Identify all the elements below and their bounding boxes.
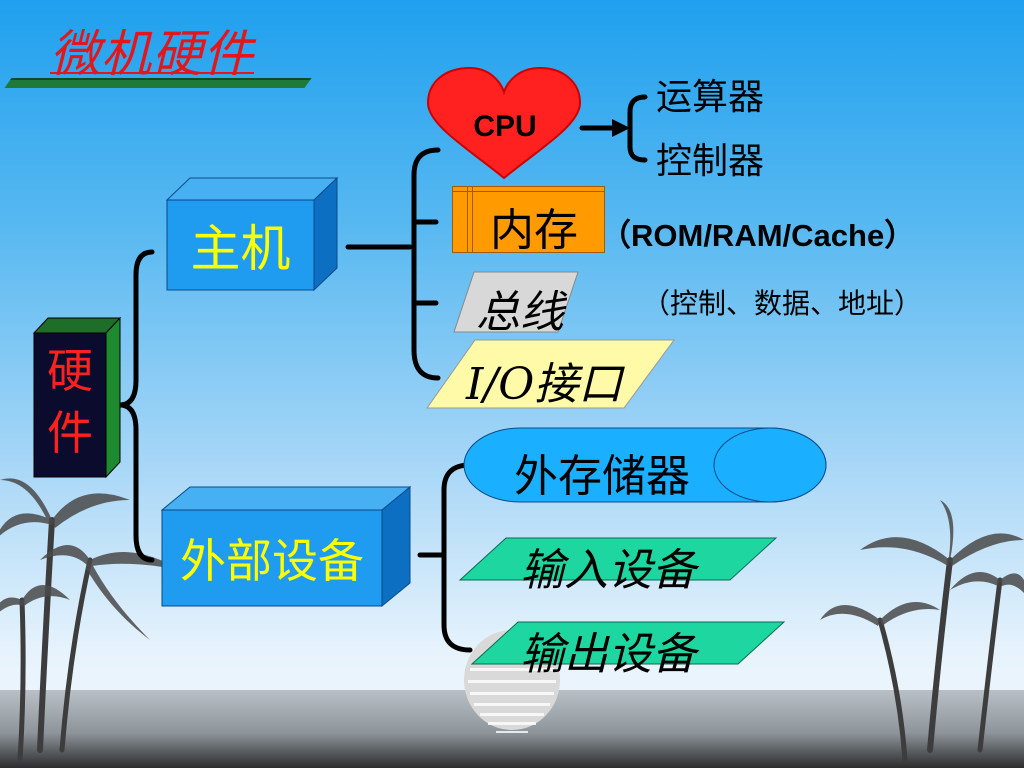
page-title: 微机硬件 xyxy=(50,25,254,83)
bus-detail: （控制、数据、地址） xyxy=(642,287,923,320)
cpu-label: CPU xyxy=(473,110,537,143)
memory-label: 内存 xyxy=(490,205,578,256)
output-device-label: 输出设备 xyxy=(520,629,696,680)
memory-detail: （ROM/RAM/Cache） xyxy=(600,218,916,253)
input-device-label: 输入设备 xyxy=(520,545,696,596)
memory-box xyxy=(452,186,605,253)
hardware-label: 硬件 xyxy=(47,344,93,460)
host-label: 主机 xyxy=(190,220,291,278)
cpu-part-control: 控制器 xyxy=(656,141,765,182)
cpu-part-alu: 运算器 xyxy=(656,77,765,118)
io-label: I/O接口 xyxy=(466,359,623,410)
peripheral-label: 外部设备 xyxy=(180,534,364,588)
bus-label: 总线 xyxy=(476,287,564,338)
external-storage-label: 外存储器 xyxy=(514,451,690,502)
